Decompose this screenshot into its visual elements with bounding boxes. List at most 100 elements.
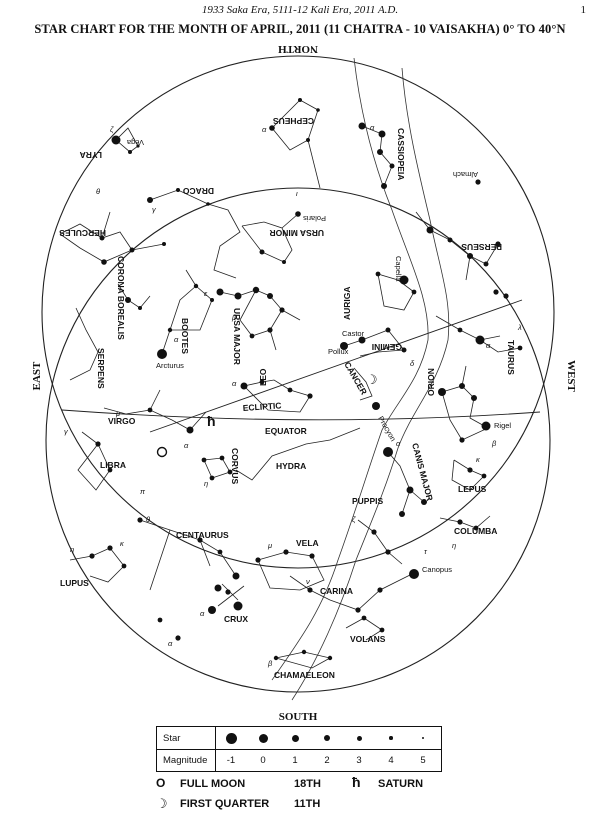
label-lyra: LYRA <box>80 150 102 160</box>
milky-way-boundary <box>271 57 450 701</box>
legend-mag-5: 5 <box>420 754 426 766</box>
star-castor <box>358 336 366 344</box>
label-libra: LIBRA <box>100 460 126 470</box>
first-quarter-marker: ☽ <box>366 372 378 387</box>
label-bootes: BOOTES <box>180 318 190 354</box>
carina-lines <box>289 573 413 611</box>
star-dot <box>421 499 427 505</box>
saturn-marker: ħ <box>207 413 216 429</box>
greek-alpha-cepheus: α <box>262 125 267 134</box>
serpens-lines <box>69 307 99 381</box>
north-label: NORTH <box>278 43 318 55</box>
star-dot <box>269 125 275 131</box>
star-dot <box>375 271 381 277</box>
greek-gamma-libra: γ <box>64 427 69 436</box>
star-dot <box>301 649 307 655</box>
greek-tau-puppis: τ <box>424 547 428 556</box>
star-dot <box>162 242 166 246</box>
volans-lines <box>345 617 383 641</box>
star-dot <box>209 475 215 481</box>
greek-alpha-centaurus: α <box>168 639 173 648</box>
legend-dot-4 <box>375 736 407 740</box>
star-dot <box>503 293 509 299</box>
puppis-lines <box>357 519 403 565</box>
label-corona-borealis: CORONA BOREALIS <box>116 256 126 340</box>
star-dot <box>283 549 289 555</box>
star-dot <box>379 627 385 633</box>
page-number: 1 <box>580 4 587 16</box>
full-moon-marker <box>156 446 168 458</box>
greek-epsilon-bootes: ε <box>204 289 208 298</box>
star-capella <box>399 275 409 285</box>
south-label: SOUTH <box>279 711 318 723</box>
greek-letter-labels: α α ζ θ γ β α ε α λ α α μ γ η π β κ α ζ … <box>64 123 522 668</box>
label-perseus: PERSEUS <box>461 242 502 252</box>
legend-magnitude-row: Magnitude -1 0 1 2 3 4 5 <box>157 749 441 771</box>
greek-kappa-orion: κ <box>476 455 481 464</box>
label-chamaeleon: CHAMAELEON <box>274 670 335 680</box>
star-dot <box>136 144 140 148</box>
milky-way-edge-left <box>271 57 429 681</box>
star-dot <box>307 587 313 593</box>
star-dot <box>214 584 222 592</box>
key-full-moon-text: FULL MOON <box>180 778 246 790</box>
gemini-lines <box>343 329 405 357</box>
label-rigel: Rigel <box>494 421 511 430</box>
star-dot <box>210 298 214 302</box>
magnitude-legend: Star Magnitude -1 0 1 2 3 4 5 <box>156 726 442 772</box>
hydra-lines <box>235 427 361 481</box>
star-almach <box>475 179 481 185</box>
constellation-labels: CEPHEUS CASSIOPEIA LYRA DRACO URSA MINOR… <box>59 116 516 680</box>
legend-star-row: Star <box>157 727 441 750</box>
star-dot <box>201 457 207 463</box>
virgo-lines <box>103 389 207 431</box>
star-dot <box>249 333 255 339</box>
legend-dot-1 <box>279 734 311 742</box>
star-dot <box>227 469 233 475</box>
greek-alpha-crux: α <box>200 609 205 618</box>
star-dot <box>459 383 465 389</box>
star-dot <box>481 473 487 479</box>
label-castor: Castor <box>342 329 365 338</box>
greek-eta-corvus: η <box>204 479 208 488</box>
star-dot <box>493 289 499 295</box>
star-dot <box>147 197 153 203</box>
greek-beta-orion: β <box>491 439 497 448</box>
legend-dot-5 <box>407 736 439 740</box>
key-saturn-text: SATURN <box>378 778 424 790</box>
star-dot <box>426 226 434 234</box>
label-pollux: Pollux <box>328 347 349 356</box>
star-dot <box>252 286 260 294</box>
greek-mu-vela: μ <box>267 541 272 550</box>
star-polaris <box>295 211 301 217</box>
star-dot <box>447 237 453 243</box>
label-columba: COLUMBA <box>454 526 497 536</box>
equator-label: EQUATOR <box>265 426 307 436</box>
star-dot <box>399 511 405 517</box>
star-dot <box>457 327 463 333</box>
label-canopus: Canopus <box>422 565 452 574</box>
label-puppis: PUPPIS <box>352 496 384 506</box>
star-dot <box>167 327 173 333</box>
star-dot <box>457 519 463 525</box>
legend-dot-3 <box>343 735 375 741</box>
constellation-lines <box>59 99 521 669</box>
draco-lines <box>149 189 241 279</box>
label-arcturus: Arcturus <box>156 361 184 370</box>
label-serpens: SERPENS <box>96 348 106 389</box>
label-polaris: Polaris <box>303 214 326 223</box>
star-dot <box>467 253 473 259</box>
vela-lines <box>257 551 325 591</box>
star-dot <box>377 149 383 155</box>
star-dot <box>216 288 224 296</box>
star-dot <box>95 441 101 447</box>
label-hydra: HYDRA <box>276 461 306 471</box>
corvus-lines <box>203 457 231 479</box>
label-ursa-major: URSA MAJOR <box>232 308 242 365</box>
star-dot <box>233 601 243 611</box>
star-dot <box>197 537 203 543</box>
star-dot <box>121 563 127 569</box>
legend-dot-2 <box>311 735 343 741</box>
star-dot <box>307 393 313 399</box>
